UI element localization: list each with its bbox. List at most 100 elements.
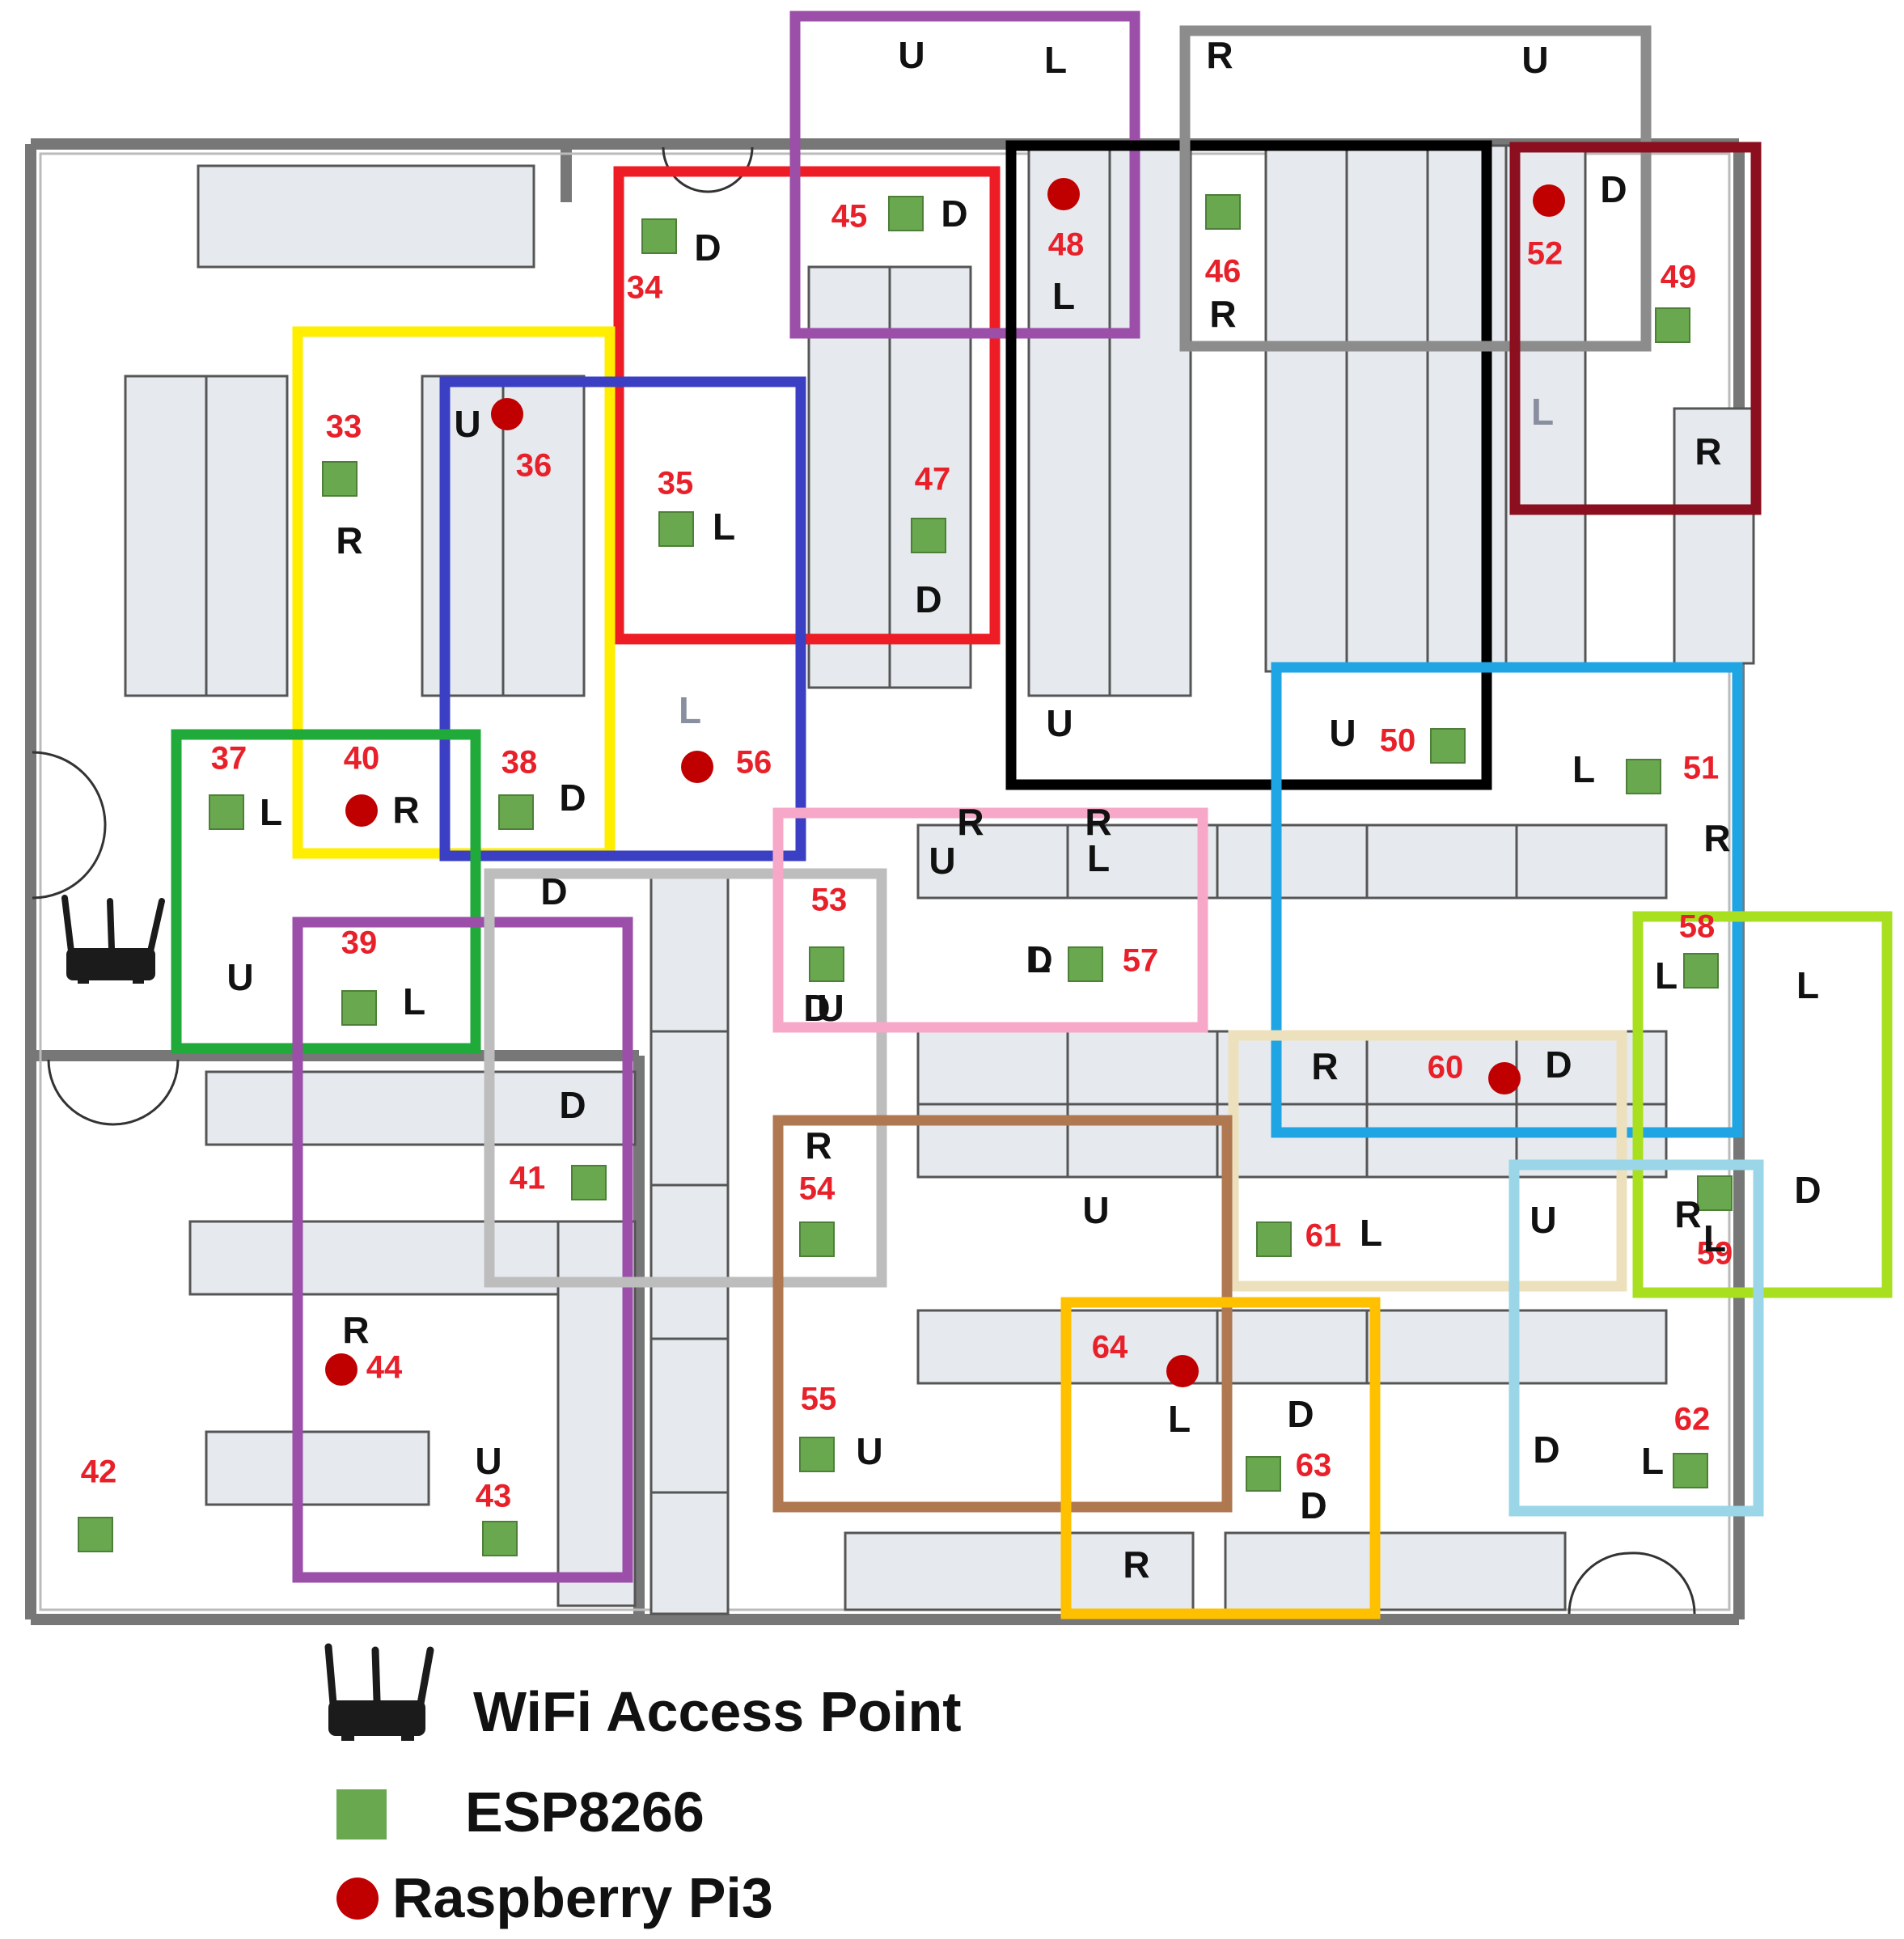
direction-letter: U bbox=[1082, 1189, 1109, 1231]
desk bbox=[1365, 1309, 1518, 1385]
legend-esp-icon bbox=[336, 1789, 387, 1840]
desk bbox=[844, 1531, 1195, 1611]
device-number: 49 bbox=[1661, 260, 1697, 295]
legend: WiFi Access Point ESP8266 Raspberry Pi3 bbox=[324, 1643, 962, 1929]
direction-letter: D bbox=[1600, 168, 1627, 210]
direction-letter: D bbox=[540, 870, 567, 912]
direction-letter: D bbox=[1545, 1044, 1572, 1086]
direction-letter: L bbox=[1796, 964, 1819, 1006]
direction-letter: R bbox=[1703, 817, 1730, 859]
direction-letter: L bbox=[713, 506, 735, 548]
device-number: 34 bbox=[627, 270, 663, 306]
direction-letter: D bbox=[559, 1084, 586, 1126]
direction-letter: L bbox=[403, 980, 425, 1022]
direction-letter: R bbox=[1695, 430, 1721, 472]
esp8266-node bbox=[571, 1165, 607, 1200]
direction-letter: U bbox=[454, 403, 480, 445]
device-number: 44 bbox=[366, 1350, 403, 1386]
door-arc bbox=[1568, 1552, 1631, 1615]
raspberry-pi-node bbox=[1488, 1062, 1521, 1094]
direction-letter: L bbox=[1168, 1398, 1191, 1440]
esp8266-node bbox=[1673, 1453, 1708, 1488]
esp8266-node bbox=[799, 1437, 835, 1472]
device-number: 40 bbox=[344, 741, 380, 777]
desk bbox=[421, 375, 505, 697]
device-number: 51 bbox=[1683, 751, 1720, 786]
desk bbox=[1365, 1030, 1518, 1106]
esp8266-node bbox=[341, 990, 377, 1026]
device-number: 52 bbox=[1527, 236, 1563, 272]
desk bbox=[1216, 1309, 1369, 1385]
zone-orange bbox=[1060, 1297, 1381, 1619]
esp8266-node bbox=[1205, 194, 1241, 230]
direction-letter: R bbox=[392, 789, 419, 831]
direction-letter: U bbox=[817, 987, 844, 1029]
door-arc bbox=[47, 1059, 114, 1126]
esp8266-node bbox=[809, 946, 844, 982]
device-number: 43 bbox=[476, 1479, 512, 1514]
direction-letter: D bbox=[1300, 1484, 1326, 1526]
device-number: 56 bbox=[736, 745, 772, 781]
zones-layer bbox=[171, 11, 1893, 1619]
esp8266-node bbox=[209, 794, 244, 830]
desk bbox=[1066, 823, 1219, 900]
door-arc bbox=[662, 146, 709, 193]
direction-letter: U bbox=[226, 956, 253, 998]
desk bbox=[916, 823, 1069, 900]
zone-light-blue bbox=[1508, 1159, 1764, 1517]
device-number: 60 bbox=[1428, 1050, 1464, 1086]
door-arc bbox=[707, 146, 754, 193]
device-number: 53 bbox=[811, 883, 848, 918]
device-number: 62 bbox=[1674, 1402, 1711, 1437]
device-number: 55 bbox=[801, 1382, 837, 1417]
direction-letter: L bbox=[679, 689, 701, 731]
desk bbox=[1515, 823, 1668, 900]
device-number: 54 bbox=[799, 1171, 836, 1207]
direction-letter: U bbox=[1530, 1199, 1556, 1241]
desk bbox=[649, 1183, 730, 1340]
device-number: 61 bbox=[1305, 1218, 1342, 1254]
device-number: 37 bbox=[211, 741, 248, 777]
legend-wifi-icon bbox=[324, 1643, 434, 1741]
direction-letter: R bbox=[1311, 1045, 1338, 1087]
direction-letter: D bbox=[694, 226, 721, 269]
desk bbox=[1426, 144, 1510, 673]
esp8266-node bbox=[1655, 307, 1690, 343]
direction-letter: U bbox=[856, 1430, 882, 1472]
zone-blue bbox=[439, 376, 806, 862]
direction-letter: R bbox=[1123, 1543, 1149, 1585]
raspberry-pi-node bbox=[681, 751, 713, 783]
device-number: 46 bbox=[1205, 254, 1242, 290]
desk bbox=[1224, 1531, 1567, 1611]
esp8266-node bbox=[658, 511, 694, 547]
desk bbox=[1216, 1103, 1369, 1179]
direction-letter: D bbox=[1533, 1429, 1559, 1471]
device-number: 47 bbox=[915, 462, 951, 497]
device-number: 38 bbox=[501, 745, 538, 781]
direction-letter: U bbox=[1046, 702, 1073, 744]
direction-letter: D bbox=[1794, 1169, 1821, 1211]
direction-letter: R bbox=[1674, 1193, 1701, 1235]
zone-purple-bottom bbox=[292, 917, 633, 1583]
direction-letter: U bbox=[898, 34, 924, 76]
direction-letter: R bbox=[1085, 801, 1111, 843]
esp8266-node bbox=[799, 1221, 835, 1257]
legend-esp-label: ESP8266 bbox=[465, 1780, 704, 1844]
device-number: 59 bbox=[1697, 1236, 1733, 1272]
direction-letter: D bbox=[1300, 1484, 1326, 1526]
device-number: 36 bbox=[516, 448, 552, 484]
device-number: 64 bbox=[1092, 1330, 1128, 1365]
desk bbox=[1345, 144, 1429, 673]
esp8266-node bbox=[482, 1521, 518, 1556]
direction-letter: D bbox=[1287, 1393, 1314, 1435]
device-number: 33 bbox=[326, 409, 362, 445]
desk bbox=[1108, 144, 1192, 697]
esp8266-node bbox=[1683, 953, 1719, 989]
direction-letter: U bbox=[1329, 712, 1356, 754]
direction-letter: L bbox=[1641, 1440, 1664, 1482]
direction-letter: D bbox=[1026, 938, 1052, 980]
direction-letter: L bbox=[1703, 1217, 1726, 1260]
